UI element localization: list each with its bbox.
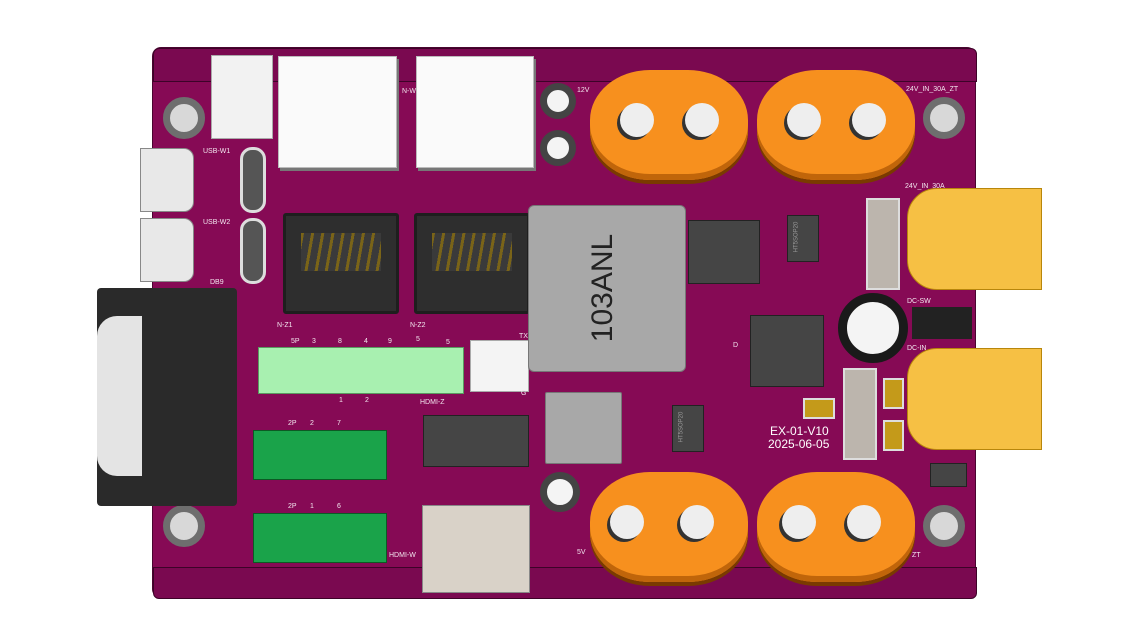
board-date: 2025-06-05	[768, 437, 830, 451]
mount-hole	[163, 97, 205, 139]
usb-c-port-1[interactable]	[140, 148, 194, 212]
pin-label: 4	[364, 338, 368, 345]
header-connector	[211, 55, 273, 139]
label-tx: TX	[519, 333, 528, 340]
inductor-label: 103ANL	[586, 233, 620, 343]
ic-ht5sop20-bottom: HT5SOP20	[672, 405, 704, 452]
mount-hole	[923, 97, 965, 139]
xt-connector-side-1[interactable]	[907, 188, 1042, 290]
label-n-z1: N-Z1	[277, 322, 293, 329]
pin-label: 3	[312, 338, 316, 345]
ethernet-port-n-z1[interactable]	[283, 213, 399, 314]
xt-connector-top-1[interactable]	[590, 70, 748, 180]
ethernet-jack-n-w1	[278, 56, 397, 168]
inductor-103anl: 103ANL	[528, 205, 686, 372]
dc-sw-header[interactable]	[912, 307, 972, 339]
board-version: EX-01-V10	[770, 424, 829, 438]
label-usb-w1: USB-W1	[203, 148, 231, 155]
capacitor-large	[838, 293, 908, 363]
label-n-z2: N-Z2	[410, 322, 426, 329]
capacitor	[540, 472, 580, 512]
regulator-mid	[750, 315, 824, 387]
pin-label: 9	[388, 338, 392, 345]
label-db9: DB9	[210, 279, 224, 286]
hdmi-chip	[423, 415, 529, 467]
xt-connector-bottom-1[interactable]	[590, 472, 748, 582]
ethernet-jack-n-w2	[416, 56, 534, 168]
label-hdmi-w: HDMI-W	[389, 552, 416, 559]
xt-connector-side-2[interactable]	[907, 348, 1042, 450]
label-2p: 2P	[288, 420, 297, 427]
xt-connector-bottom-2[interactable]	[757, 472, 915, 582]
diode	[930, 463, 967, 487]
label-usb-w2: USB-W2	[203, 219, 231, 226]
pin-label: 5	[446, 339, 450, 346]
pin-label: 8	[338, 338, 342, 345]
capacitor	[540, 83, 576, 119]
capacitor	[540, 130, 576, 166]
ic-label: HT5SOP20	[678, 411, 685, 443]
label-dc-in: DC-IN	[907, 345, 927, 352]
label-24v-in-30a: 24V_IN_30A	[905, 183, 945, 190]
label-d: D	[733, 342, 739, 349]
label-n-w: N-W	[402, 88, 416, 95]
label-hdmi-z: HDMI-Z	[420, 399, 445, 406]
label-5p: 5P	[291, 338, 300, 345]
smd-capacitor	[803, 398, 835, 419]
label-2p: 2P	[288, 503, 297, 510]
tx-connector[interactable]	[470, 340, 529, 392]
usb-c-port-2[interactable]	[140, 218, 194, 282]
label-5v: 5V	[577, 549, 586, 556]
ic-ht5sop20-top: HT5SOP20	[787, 215, 819, 262]
terminal-block-5p[interactable]	[258, 347, 464, 394]
smd-capacitor	[883, 378, 904, 409]
label-24v-in-30a-zt: 24V_IN_30A_ZT	[906, 86, 959, 93]
inductor-small	[545, 392, 622, 464]
fuse-top	[866, 198, 900, 290]
label-dc-sw: DC-SW	[907, 298, 931, 305]
pin-label: 5	[416, 336, 420, 343]
smd-capacitor	[883, 420, 904, 451]
db9-connector[interactable]	[97, 288, 237, 506]
fuse-bottom	[843, 368, 877, 460]
pin-label: 6	[337, 503, 341, 510]
usb-c-vertical-1[interactable]	[240, 147, 266, 213]
pin-label: 2	[365, 397, 369, 404]
mount-hole	[923, 505, 965, 547]
pin-label: 7	[337, 420, 341, 427]
xt-connector-top-2[interactable]	[757, 70, 915, 180]
ic-label: HT5SOP20	[793, 221, 800, 253]
regulator-top	[688, 220, 760, 284]
hdmi-port[interactable]	[422, 505, 530, 593]
terminal-block-2p-b[interactable]	[253, 513, 387, 563]
mount-hole	[163, 505, 205, 547]
pin-label: 1	[339, 397, 343, 404]
label-zt: ZT	[912, 552, 921, 559]
label-12v: 12V	[577, 87, 590, 94]
terminal-block-2p-a[interactable]	[253, 430, 387, 480]
pin-label: 1	[310, 503, 314, 510]
ethernet-port-n-z2[interactable]	[414, 213, 530, 314]
pin-label: 2	[310, 420, 314, 427]
usb-c-vertical-2[interactable]	[240, 218, 266, 284]
label-g: G	[521, 390, 527, 397]
